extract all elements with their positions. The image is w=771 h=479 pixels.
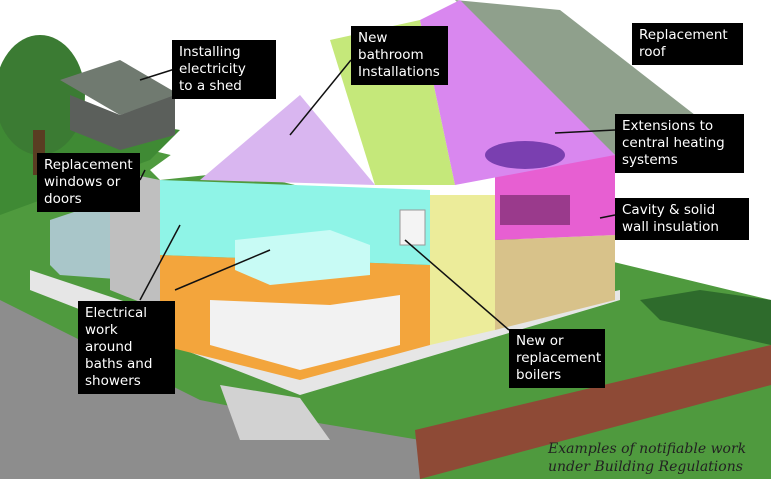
- attic-rug: [485, 141, 565, 169]
- shed-wall: [70, 95, 175, 150]
- label-windows: Replacement windows or doors: [37, 153, 140, 212]
- label-shed-electricity: Installing electricity to a shed: [172, 40, 276, 99]
- hall-room: [430, 195, 495, 345]
- bed: [500, 195, 570, 225]
- attic-left: [200, 95, 375, 185]
- brick-wall: [415, 345, 771, 479]
- kitchen-counter: [210, 295, 400, 370]
- caption: Examples of notifiable work under Buildi…: [548, 441, 747, 475]
- label-heating: Extensions to central heating systems: [615, 114, 744, 173]
- boiler: [399, 209, 426, 246]
- attic-right: [420, 0, 615, 185]
- shed-roof: [60, 60, 180, 115]
- label-bathroom: New bathroom Installations: [351, 26, 448, 85]
- living-room: [495, 235, 615, 330]
- label-cavity: Cavity & solid wall insulation: [615, 198, 749, 240]
- house-foundation: [220, 385, 330, 440]
- label-boilers: New or replacement boilers: [509, 329, 605, 388]
- tree: [0, 35, 85, 155]
- label-roof: Replacement roof: [632, 23, 743, 65]
- pointer-lines: [139, 59, 616, 331]
- hedge: [640, 290, 771, 345]
- bath-tub: [235, 230, 370, 285]
- label-electrical-baths: Electrical work around baths and showers: [78, 301, 175, 394]
